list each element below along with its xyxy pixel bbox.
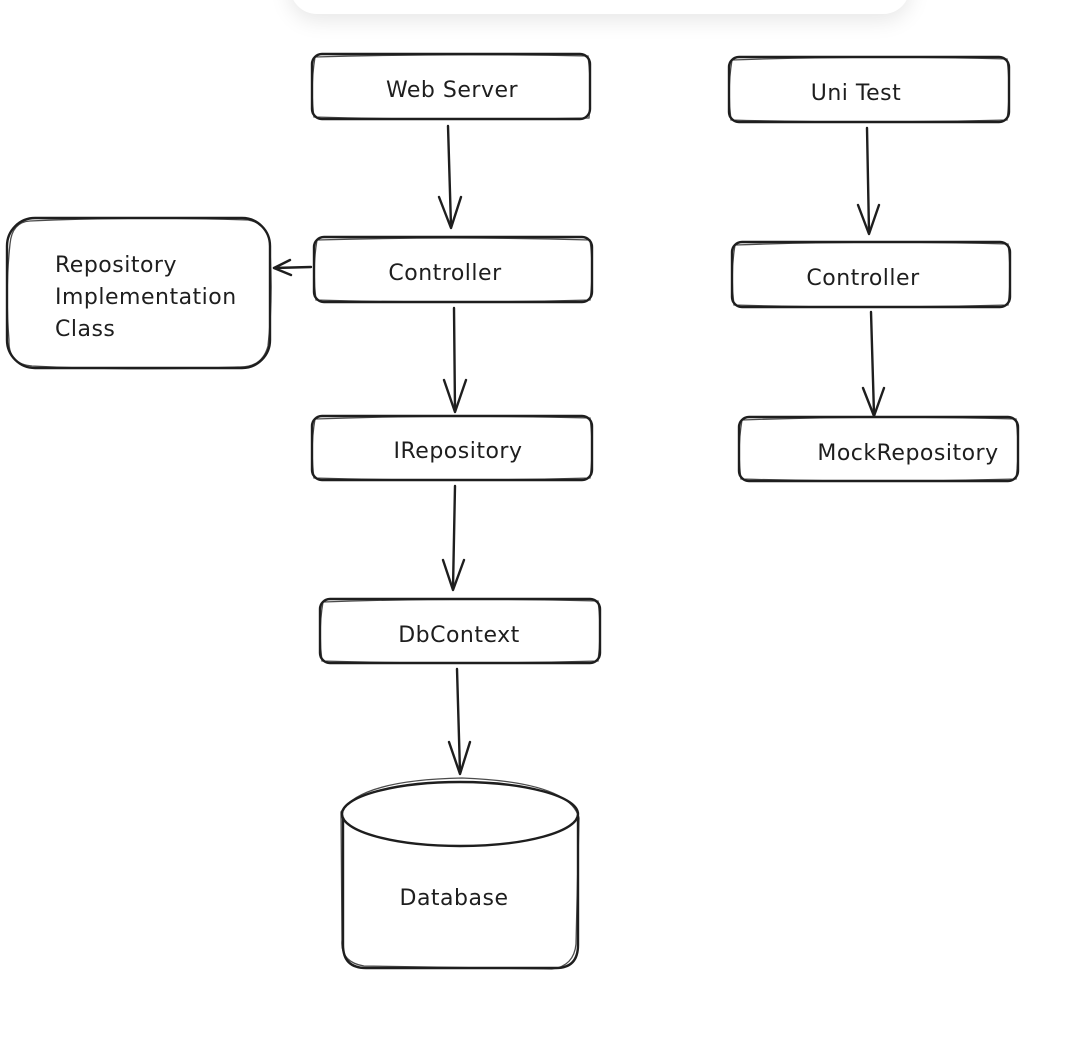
node-label-dbcontext: DbContext [398,623,520,648]
arrow-webserver-to-controller [437,124,463,230]
node-label-class: Class [55,317,115,342]
arrow-controller-to-irepository [442,306,468,414]
arrow-controller-to-repository-impl [272,258,313,277]
node-label-database: Database [400,886,509,911]
arrow-irepository-to-dbcontext [441,484,466,592]
node-label-implementation: Implementation [55,285,237,310]
node-controller-test[interactable]: Controller [730,240,1012,309]
node-mock-repository[interactable]: MockRepository [737,415,1020,483]
node-label-web-server: Web Server [386,78,519,103]
node-irepository[interactable]: IRepository [310,414,594,482]
arrow-unittest-to-controller [856,126,881,236]
node-label-repository: Repository [55,253,177,278]
node-label-controller-test: Controller [806,266,920,291]
arrow-dbcontext-to-database [447,667,472,776]
node-label-irepository: IRepository [394,439,523,464]
node-label-controller: Controller [388,261,502,286]
toolbar-shadow [290,0,910,14]
arrow-controller-to-mockrepository [861,310,886,418]
node-label-unit-test: Uni Test [811,81,901,106]
node-dbcontext[interactable]: DbContext [318,597,602,665]
node-unit-test[interactable]: Uni Test [727,55,1011,124]
node-repository-implementation[interactable]: Repository Implementation Class [5,216,272,370]
node-web-server[interactable]: Web Server [310,52,592,121]
node-label-mock-repository: MockRepository [817,441,998,466]
node-controller[interactable]: Controller [312,235,594,304]
node-database[interactable]: Database [340,777,580,970]
